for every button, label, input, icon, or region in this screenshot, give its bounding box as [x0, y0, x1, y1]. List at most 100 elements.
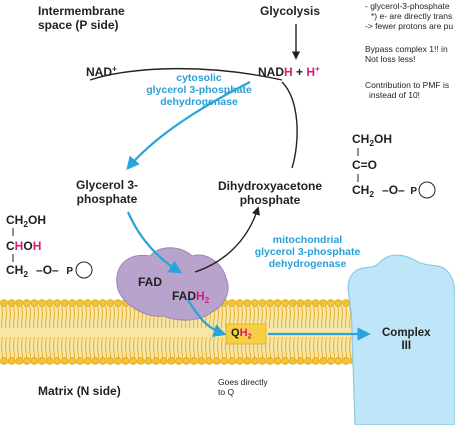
lipid-head: [106, 299, 115, 307]
lipid-head: [251, 357, 259, 365]
lipid-head: [235, 299, 244, 307]
lipid-head: [304, 299, 312, 307]
lipid-head: [15, 299, 23, 307]
lipid-head: [281, 299, 289, 307]
lipid-head: [243, 357, 251, 365]
lipid-head: [83, 357, 92, 365]
glycerol-3-phosphate-label: Glycerol 3-phosphate: [76, 178, 139, 206]
lipid-head: [235, 357, 244, 365]
upper-lipid-tails: [0, 306, 455, 328]
lipid-head: [273, 357, 282, 365]
lipid-head: [0, 357, 8, 365]
lipid-head: [182, 357, 191, 365]
lipid-head: [30, 299, 39, 307]
lipid-head: [311, 299, 320, 307]
fadh2-to-q-arrow: [187, 299, 227, 337]
g3p-structure-ch2oh: CH2OH: [6, 213, 47, 229]
lipid-head: [334, 357, 343, 365]
lipid-head: [251, 299, 259, 307]
mitochondrial-dehydrogenase-protein: [116, 247, 229, 321]
intermembrane-space-label: Intermembrane space (P side): [38, 4, 125, 32]
lipid-head: [243, 299, 251, 307]
lipid-head: [114, 357, 122, 365]
lipid-head: [61, 299, 69, 307]
lower-lipid-tails: [0, 337, 455, 359]
dhap-structure-carbonyl: C=O: [352, 158, 378, 172]
lipid-head: [144, 357, 153, 365]
lipid-head: [319, 299, 327, 307]
note-line-2: *) e- are directly trans: [371, 10, 453, 21]
right-phosphate-circle: [418, 181, 436, 199]
lipid-head: [289, 357, 297, 365]
lipid-head: [289, 299, 297, 307]
nad-plus-label: NAD+: [86, 63, 117, 79]
lipid-head: [91, 357, 99, 365]
cytosolic-enzyme-label: cytosolic glycerol 3-phosphate dehydroge…: [146, 72, 252, 109]
lipid-head: [327, 357, 335, 365]
lipid-head: [327, 299, 335, 307]
lipid-head: [7, 357, 16, 365]
note-line-6: Contribution to PMF is: [365, 79, 450, 90]
lipid-head: [258, 299, 267, 307]
lipid-head: [213, 357, 221, 365]
lipid-head: [228, 357, 236, 365]
lipid-head: [83, 299, 92, 307]
lipid-head: [281, 357, 289, 365]
lipid-head: [296, 357, 305, 365]
fad-label: FAD: [138, 275, 162, 289]
lipid-head: [7, 299, 16, 307]
matrix-label: Matrix (N side): [38, 384, 121, 398]
lipid-head: [53, 357, 61, 365]
lipid-head: [342, 299, 350, 307]
cytosolic-cycle-upper-arc: [89, 67, 283, 81]
lipid-head: [228, 299, 236, 307]
complex-iii-protein: [347, 254, 455, 425]
lipid-head: [68, 299, 77, 307]
lipid-head: [106, 357, 115, 365]
qh2-label: QH2: [231, 327, 252, 341]
lipid-head: [319, 357, 327, 365]
lipid-head: [266, 357, 274, 365]
lipid-head: [15, 357, 23, 365]
glycolysis-label: Glycolysis: [260, 4, 321, 18]
lipid-head: [23, 299, 31, 307]
note-line-1: - glycerol-3-phosphate: [365, 2, 450, 11]
lipid-head: [266, 299, 274, 307]
fadh2-label: FADH2: [172, 289, 210, 305]
lipid-head: [304, 357, 312, 365]
lipid-head: [61, 357, 69, 365]
g3p-to-fad-arrow: [126, 211, 183, 274]
lipid-head: [114, 299, 122, 307]
lipid-head: [99, 299, 107, 307]
lipid-head: [53, 299, 61, 307]
lipid-head: [190, 357, 198, 365]
lipid-head: [296, 299, 305, 307]
lipid-head: [273, 299, 282, 307]
lipid-head: [175, 357, 183, 365]
lipid-head: [38, 357, 46, 365]
notes-panel: - glycerol-3-phosphate *) e- are directl…: [365, 2, 455, 100]
lipid-head: [0, 299, 8, 307]
nadh-to-g3p-arrow: [126, 81, 251, 171]
lipid-head: [121, 357, 130, 365]
lipid-head: [220, 357, 229, 365]
lipid-head: [45, 299, 54, 307]
dhap-structure-ch2-o-p: CH2–O–P: [352, 183, 418, 199]
lipid-head: [205, 357, 213, 365]
lipid-head: [76, 357, 84, 365]
g3p-structure-choh: CHOH: [6, 239, 42, 253]
lipid-head: [38, 299, 46, 307]
lipid-head: [76, 299, 84, 307]
lipid-head: [167, 357, 175, 365]
note-line-4: Bypass complex 1!! in: [365, 44, 448, 55]
lipid-head: [342, 357, 350, 365]
lipid-head: [30, 357, 39, 365]
lipid-head: [137, 357, 145, 365]
lipid-head: [334, 299, 343, 307]
cytosolic-cycle-right-arc: [281, 81, 298, 169]
lipid-head: [197, 357, 206, 365]
lipid-head: [311, 357, 320, 365]
